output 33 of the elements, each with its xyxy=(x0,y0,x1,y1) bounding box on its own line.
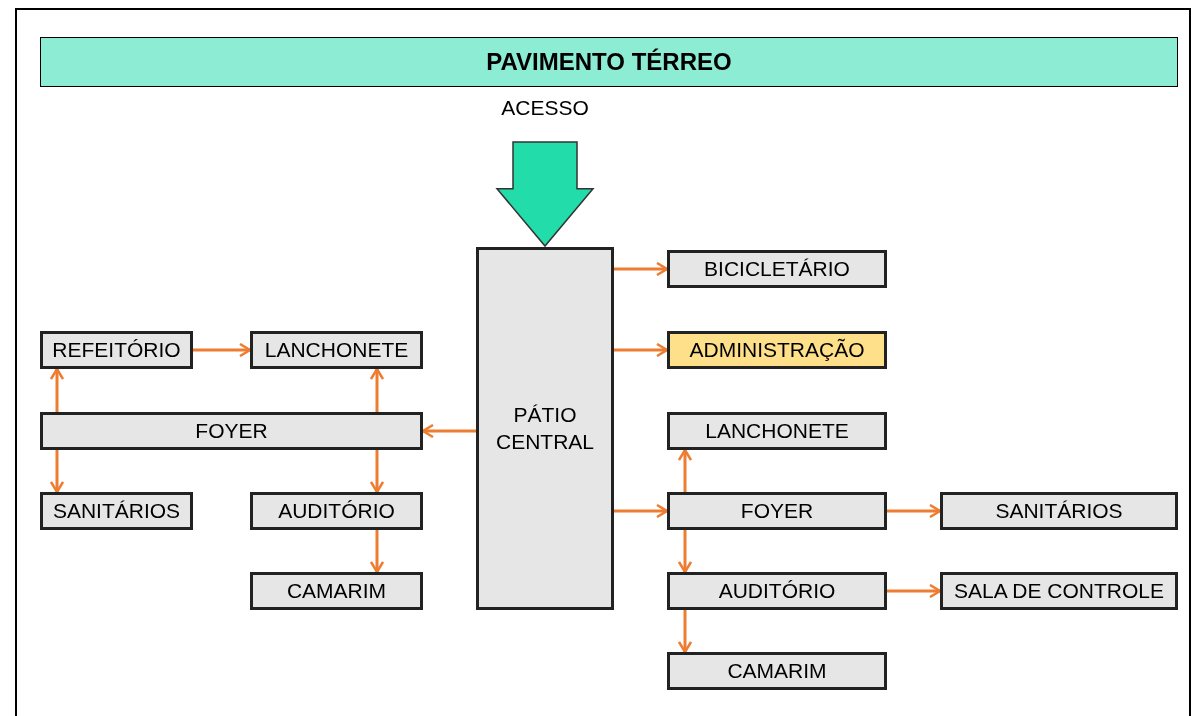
room-box: LANCHONETE xyxy=(667,412,887,450)
room-box: SANITÁRIOS xyxy=(40,492,193,530)
arrow xyxy=(49,450,65,494)
room-box: AUDITÓRIO xyxy=(667,572,887,610)
arrow xyxy=(677,448,693,492)
arrow xyxy=(887,503,942,519)
room-box: FOYER xyxy=(40,412,423,450)
room-box: AUDITÓRIO xyxy=(250,492,423,530)
arrow xyxy=(193,342,252,358)
arrow xyxy=(369,367,385,412)
arrow xyxy=(614,342,669,358)
arrow xyxy=(49,367,65,412)
title-band: PAVIMENTO TÉRREO xyxy=(40,37,1178,87)
arrow xyxy=(369,530,385,574)
room-box: CAMARIM xyxy=(250,572,423,610)
room-box: PÁTIO CENTRAL xyxy=(476,247,614,610)
arrow xyxy=(677,530,693,574)
room-box: SANITÁRIOS xyxy=(940,492,1178,530)
room-box: BICICLETÁRIO xyxy=(667,250,887,288)
room-box: REFEITÓRIO xyxy=(40,331,193,369)
access-arrow xyxy=(495,141,595,248)
arrow xyxy=(614,261,669,277)
arrow xyxy=(677,610,693,654)
arrow xyxy=(369,450,385,494)
room-box: ADMINISTRAÇÃO xyxy=(667,331,887,369)
room-box: SALA DE CONTROLE xyxy=(940,572,1178,610)
room-box: LANCHONETE xyxy=(250,331,423,369)
arrow xyxy=(421,423,476,439)
access-label: ACESSO xyxy=(480,92,610,124)
room-box: CAMARIM xyxy=(667,652,887,690)
arrow xyxy=(614,503,669,519)
room-box: FOYER xyxy=(667,492,887,530)
arrow xyxy=(887,583,942,599)
